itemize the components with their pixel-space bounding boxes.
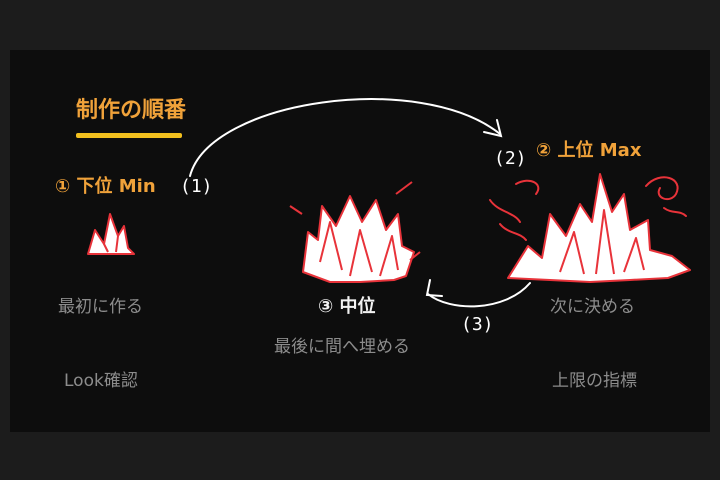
step-mark-2: (2) <box>494 148 527 169</box>
node-mid-label: ③ 中位 <box>318 296 376 317</box>
node-max-label: ② 上位 Max <box>536 140 642 161</box>
node-min-desc: 最初に作る <box>58 297 143 317</box>
arrow-min-to-max <box>189 98 503 177</box>
arrow-max-to-mid <box>425 279 531 308</box>
swirl-accents <box>489 176 687 241</box>
node-mid-desc: 最後に間へ埋める <box>274 337 410 357</box>
node-min-desc2: Look確認 <box>64 371 138 391</box>
step-mark-1: (1) <box>180 176 213 197</box>
medium-crystal-icon <box>289 181 421 283</box>
large-crystal-icon <box>507 173 691 283</box>
diagram-title: 制作の順番 <box>76 98 187 123</box>
node-max-desc2: 上限の指標 <box>552 371 637 391</box>
title-underline <box>76 133 182 138</box>
node-min-label: ① 下位 Min <box>55 176 156 197</box>
node-max-desc: 次に決める <box>550 297 635 317</box>
step-mark-3: (3) <box>461 314 494 335</box>
small-crystal-icon <box>87 213 135 255</box>
